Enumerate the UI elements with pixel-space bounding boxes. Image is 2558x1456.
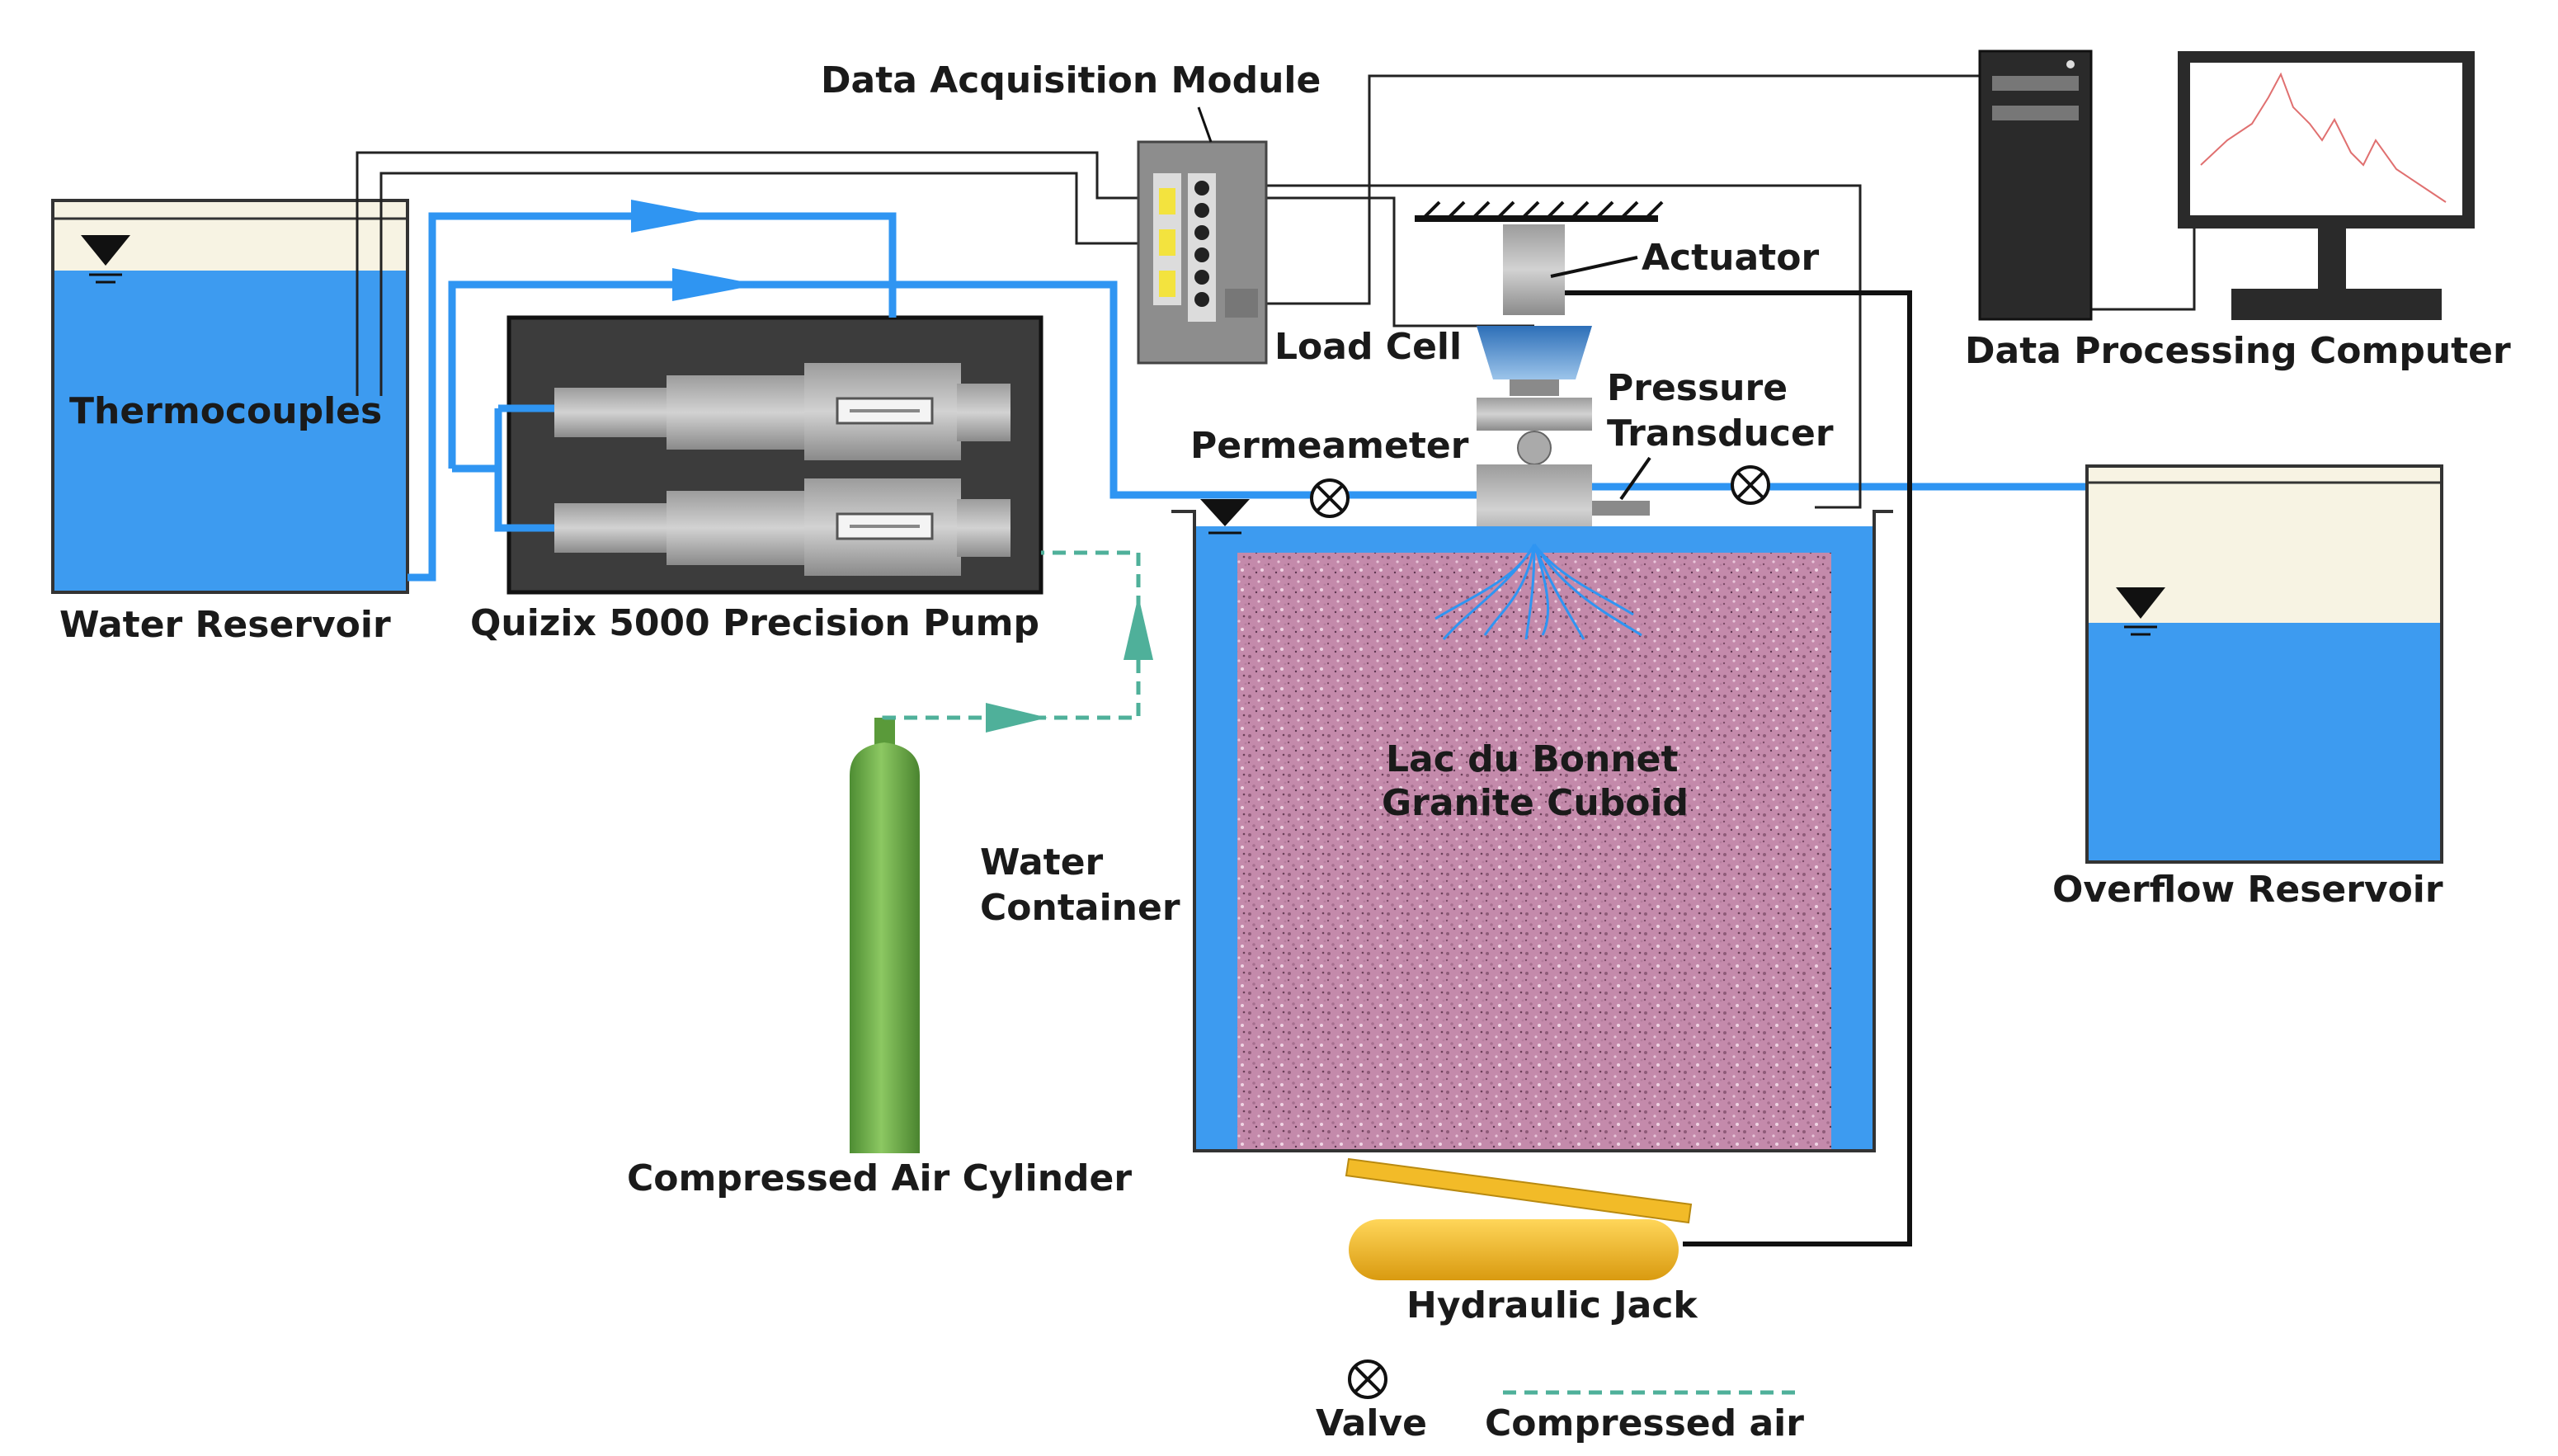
water-container xyxy=(1171,499,1893,1152)
data-computer-label: Data Processing Computer xyxy=(1965,330,2511,372)
water-container-label-line-2: Container xyxy=(980,887,1180,929)
transducer-label: Transducer xyxy=(1607,412,1834,455)
signal-wires xyxy=(356,74,2196,509)
hydraulic-jack-label: Hydraulic Jack xyxy=(1406,1284,1698,1326)
legend-compressed-air-label: Compressed air xyxy=(1485,1402,1804,1444)
loading-frame xyxy=(1415,200,1664,555)
pump-label: Quizix 5000 Precision Pump xyxy=(470,602,1039,644)
chart-trace xyxy=(2200,72,2447,203)
granite-cuboid xyxy=(1237,553,1831,1149)
compressed-air-cylinder xyxy=(850,718,920,1153)
water-level-icon xyxy=(81,235,130,266)
valve-icon xyxy=(1310,478,1350,518)
air-line xyxy=(882,550,1141,720)
flow-arrow-icon xyxy=(631,200,718,233)
granite-label-line-2: Granite Cuboid xyxy=(1382,782,1689,824)
fracture-flow xyxy=(1434,544,1642,640)
overflow-reservoir xyxy=(2085,464,2443,864)
data-acquisition-module xyxy=(1137,106,1268,365)
load-cell-label: Load Cell xyxy=(1274,326,1462,368)
hydraulic-line xyxy=(1563,290,1912,1246)
data-acquisition-label: Data Acquisition Module xyxy=(821,59,1321,101)
water-level-icon xyxy=(1200,499,1250,526)
data-processing-computer xyxy=(1978,49,2475,321)
precision-pump xyxy=(506,315,1043,595)
pressure-transducer xyxy=(1592,501,1650,516)
load-cell xyxy=(1477,326,1592,379)
water-reservoir xyxy=(51,199,409,594)
legend: Valve Compressed air xyxy=(1316,1359,1804,1444)
air-arrow-icon xyxy=(1124,596,1153,660)
legend-valve-label: Valve xyxy=(1316,1402,1427,1444)
hydraulic-jack xyxy=(1345,1157,1693,1280)
thermocouples-label: Thermocouples xyxy=(69,390,382,432)
air-cylinder-label: Compressed Air Cylinder xyxy=(627,1157,1132,1199)
overflow-reservoir-label: Overflow Reservoir xyxy=(2052,869,2443,911)
pressure-label: Pressure xyxy=(1607,367,1788,409)
flow-arrow-icon xyxy=(672,268,759,301)
actuator-label: Actuator xyxy=(1642,237,1819,279)
water-level-icon xyxy=(2116,587,2165,619)
water-container-label-line-1: Water xyxy=(980,841,1104,883)
actuator xyxy=(1503,224,1565,315)
valve-icon xyxy=(1731,465,1770,505)
granite-label-line-1: Lac du Bonnet xyxy=(1386,738,1679,780)
water-reservoir-label: Water Reservoir xyxy=(59,604,391,646)
valve-icon xyxy=(1348,1359,1387,1399)
air-arrow-icon xyxy=(986,703,1048,733)
permeameter-label: Permeameter xyxy=(1190,425,1469,467)
